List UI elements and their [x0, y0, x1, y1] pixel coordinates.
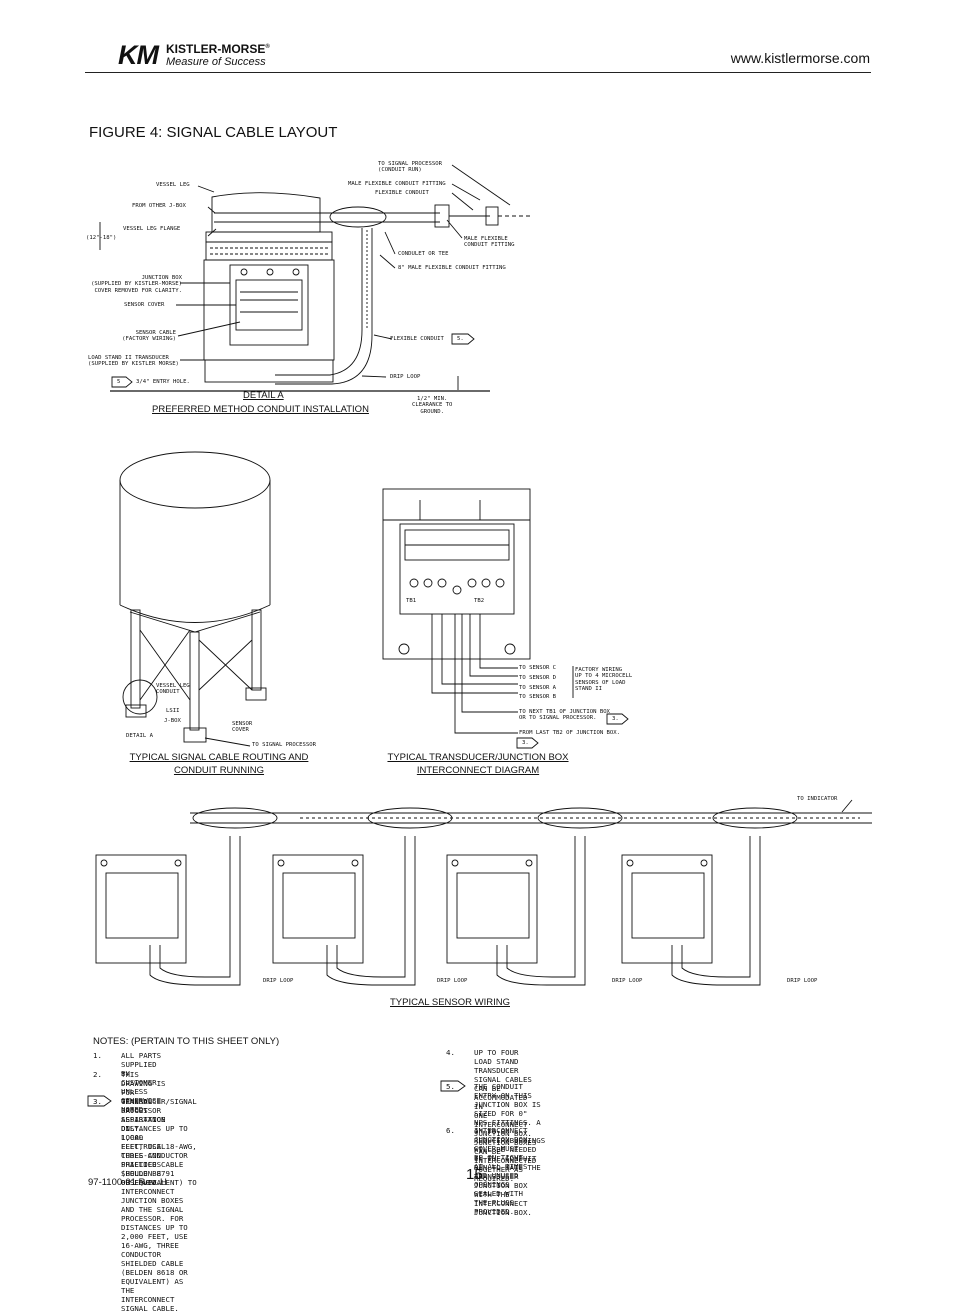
schematic-drawing [87, 164, 872, 1107]
label-drip-loop-4: DRIP LOOP [787, 978, 818, 984]
label-flexible-conduit-top: FLEXIBLE CONDUIT [375, 190, 429, 196]
note-text: ALL PARTS SUPPLIED BY CUSTOMER UNLESS OT… [121, 1051, 162, 1114]
interconnect-subcaption: INTERCONNECT DIAGRAM [416, 765, 540, 776]
label-condulet: CONDULET OR TEE [398, 251, 449, 257]
label-clearance: 1/2" MIN. CLEARANCE TO GROUND. [412, 396, 453, 415]
label-jbox: J-BOX [164, 718, 181, 724]
sensor-wiring-caption: TYPICAL SENSOR WIRING [390, 997, 510, 1008]
label-to-sensor-c: TO SENSOR C [519, 665, 557, 671]
sensor-box-2 [272, 836, 416, 986]
note-num: 2. [93, 1070, 102, 1079]
label-to-next-tb1: TO NEXT TB1 OF JUNCTION BOX OR TO SIGNAL… [519, 709, 610, 722]
label-ls: LSII [166, 708, 180, 714]
label-male-fitting-8: 8" MALE FLEXIBLE CONDUIT FITTING [398, 265, 506, 271]
flag-3a-shape [606, 713, 629, 725]
routing-vessel [119, 451, 271, 747]
brand-name: KISTLER-MORSE® [166, 42, 270, 56]
note-num: 1. [93, 1051, 102, 1060]
label-detail-a: DETAIL A [126, 733, 153, 739]
website-url[interactable]: www.kistlermorse.com [730, 50, 870, 66]
note-4: 4. UP TO FOUR LOAD STAND TRANSDUCER SIGN… [446, 1048, 536, 1183]
flag-note5-shape [440, 1080, 466, 1092]
label-flexible-conduit: FLEXIBLE CONDUIT [390, 336, 444, 342]
sensor-wiring-chain [190, 799, 872, 829]
label-junction-box: JUNCTION BOX (SUPPLIED BY Kistler-Morse)… [91, 275, 182, 294]
page-number: 15 [466, 1166, 483, 1183]
label-sensor-cable: SENSOR CABLE (FACTORY WIRING) [122, 330, 176, 343]
detail-a-vessel [99, 164, 530, 392]
label-from-last-tb2: FROM LAST TB2 OF JUNCTION BOX. [519, 730, 621, 736]
sensor-box-1 [95, 836, 241, 986]
note-num: 4. [446, 1048, 455, 1057]
routing-subcaption: CONDUIT RUNNING [173, 765, 265, 776]
label-to-indicator: TO INDICATOR [797, 796, 838, 802]
label-male-fitting-top: MALE FLEXIBLE CONDUIT FITTING [348, 181, 446, 187]
brand-tagline: Measure of Success [166, 56, 266, 68]
label-to-sensor-d: TO SENSOR D [519, 675, 557, 681]
flag-5a-shape [451, 333, 475, 345]
label-sensor-cover-routing: SENSOR COVER [232, 721, 253, 734]
label-to-sensor-b: TO SENSOR B [519, 694, 557, 700]
header-rule [85, 72, 871, 73]
label-to-sensor-a: TO SENSOR A [519, 685, 557, 691]
label-drip-loop-1: DRIP LOOP [263, 978, 294, 984]
label-dimension: (12"-18") [86, 235, 117, 241]
label-vessel-leg-flange: VESSEL LEG FLANGE [123, 226, 181, 232]
label-tb1: TB1 [406, 598, 417, 604]
label-male-fitting-right: MALE FLEXIBLE CONDUIT FITTING [464, 236, 515, 249]
label-factory-wiring: FACTORY WIRING UP TO 4 MICROCELL SENSORS… [575, 667, 633, 693]
sensor-box-4 [621, 836, 761, 986]
flag-5b: 5 [117, 379, 121, 385]
flag-3a: 3. [612, 716, 619, 722]
routing-caption: TYPICAL SIGNAL CABLE ROUTING AND [129, 752, 309, 763]
flag-note3-shape [87, 1095, 112, 1107]
note-text: INTERCONNECT JUNCTION BOX COVER MUST BE … [474, 1126, 528, 1216]
label-entry-hole: 3/4" ENTRY HOLE. [136, 379, 190, 385]
label-from-other-jbox: FROM OTHER J-BOX [132, 203, 186, 209]
notes-heading: NOTES: (PERTAIN TO THIS SHEET ONLY) [93, 1036, 280, 1047]
detail-a-caption: DETAIL A [243, 390, 284, 401]
label-to-signal-processor-routing: TO SIGNAL PROCESSOR [252, 742, 316, 748]
detail-a-subcaption: PREFERRED METHOD CONDUIT INSTALLATION [152, 404, 369, 415]
figure-title: FIGURE 4: SIGNAL CABLE LAYOUT [89, 124, 338, 141]
note-6: 6. INTERCONNECT JUNCTION BOX COVER MUST … [446, 1126, 527, 1216]
note-text: THIS DRAWING IS FOR GENERAL LAYOUT ASSIS… [121, 1070, 166, 1187]
label-drip-loop: DRIP LOOP [390, 374, 421, 380]
label-tb2: TB2 [474, 598, 485, 604]
label-to-signal-processor: TO SIGNAL PROCESSOR (CONDUIT RUN) [378, 161, 442, 174]
note-num: 6. [446, 1126, 455, 1135]
label-sensor-cover: SENSOR COVER [124, 302, 165, 308]
flag-5a: 5. [457, 336, 464, 342]
flag-5b-shape [111, 376, 133, 388]
label-drip-loop-3: DRIP LOOP [612, 978, 643, 984]
note-2: 2. THIS DRAWING IS FOR GENERAL LAYOUT AS… [93, 1070, 166, 1187]
note-text: TRANSDUCER/SIGNAL PROCESSOR SEPARATION D… [121, 1097, 197, 1313]
label-vessel-leg-conduit: VESSEL LEG CONDUIT [156, 683, 190, 696]
note-num: 5. [446, 1082, 455, 1091]
flag-3b: 3. [522, 740, 529, 746]
sensor-box-3 [446, 836, 586, 986]
revision-number: 97-1100-01 Rev. H [88, 1177, 167, 1188]
interconnect-box [382, 488, 574, 734]
label-load-stand: LOAD STAND II TRANSDUCER (SUPPLIED BY Ki… [88, 355, 179, 368]
label-vessel-leg: VESSEL LEG [156, 182, 190, 188]
flag-3b-shape [516, 737, 539, 749]
note-text: THE CONDUIT ENTRY ON THIS JUNCTION BOX I… [474, 1082, 546, 1217]
note-5: 5. THE CONDUIT ENTRY ON THIS JUNCTION BO… [446, 1082, 545, 1217]
note-3: 3. TRANSDUCER/SIGNAL PROCESSOR SEPARATIO… [93, 1097, 197, 1313]
note-1: 1. ALL PARTS SUPPLIED BY CUSTOMER UNLESS… [93, 1051, 161, 1114]
note-num: 3. [93, 1097, 102, 1106]
label-drip-loop-2: DRIP LOOP [437, 978, 468, 984]
brand-mark: KM [118, 40, 159, 70]
note-text: UP TO FOUR LOAD STAND TRANSDUCER SIGNAL … [474, 1048, 537, 1183]
interconnect-caption: TYPICAL TRANSDUCER/JUNCTION BOX [387, 752, 569, 763]
